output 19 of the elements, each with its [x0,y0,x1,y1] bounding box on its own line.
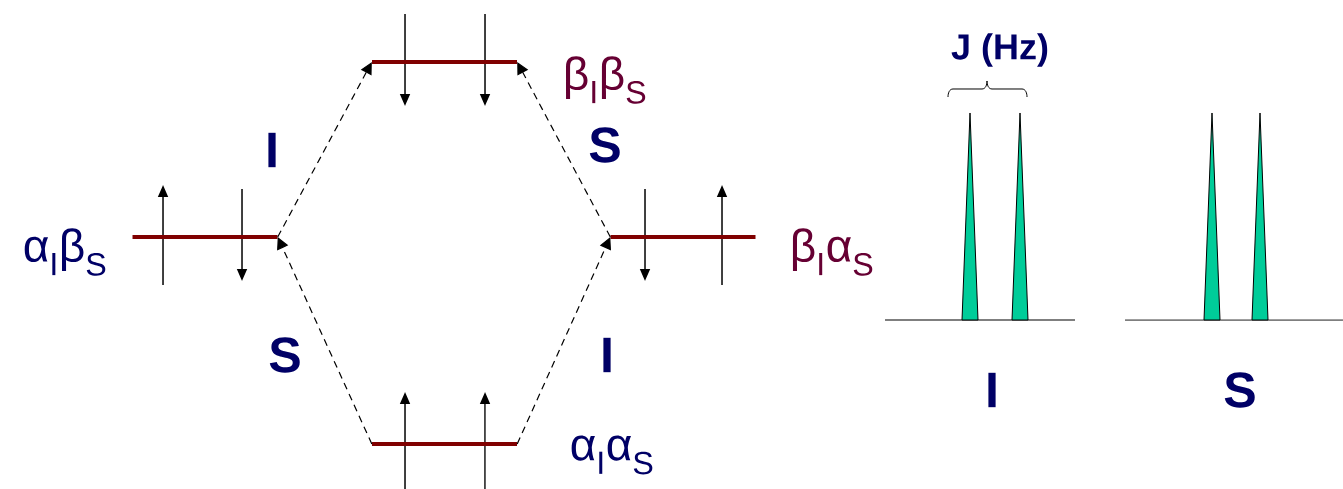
edge-label: I [268,132,276,168]
spectrum-label: S [1224,372,1255,408]
spectrum-label: I [988,372,996,408]
transition-arrow [516,237,611,445]
state-label: α$_{I}$α$_{S}$ [571,435,653,475]
transition-arrow [277,62,372,238]
energy-level [610,235,756,239]
energy-level [372,442,517,446]
state-label: α$_{I}$β$_{S}$ [24,228,106,276]
edge-label: I [603,337,611,373]
state-label: β$_{I}$α$_{S}$ [792,228,873,276]
transition-arrow [517,62,611,238]
edge-label: S [269,337,300,373]
state-label: β$_{I}$β$_{S}$ [566,56,646,104]
energy-level [132,235,278,239]
energy-level [372,60,517,64]
spectrum-label: J (Hz) [951,33,1048,67]
transition-arrow [277,237,373,445]
edge-label: S [589,127,620,163]
